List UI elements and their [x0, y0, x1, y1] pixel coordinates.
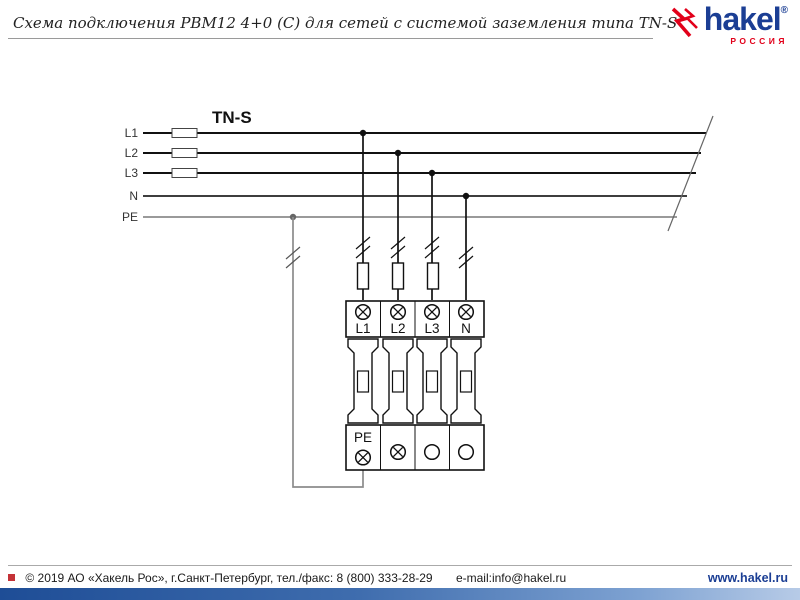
break-mark-pe: [285, 255, 301, 269]
website-link[interactable]: www.hakel.ru: [707, 571, 788, 585]
break-mark: [355, 245, 371, 259]
module-window: [391, 370, 405, 393]
bus-continuation-slash: [667, 115, 714, 232]
bus-label-l2: L2: [125, 146, 139, 160]
fuse-l2: [391, 262, 405, 290]
bus-label-n: N: [129, 189, 138, 203]
terminal-label-l1: L1: [355, 321, 370, 336]
break-mark: [458, 255, 474, 269]
screw-terminal-bottom-2: [389, 443, 407, 461]
brand-country: РОССИЯ: [730, 36, 788, 47]
pe-conductor: [292, 217, 364, 488]
fuse-symbols: [356, 262, 440, 290]
brand-name: hakel: [703, 1, 782, 37]
screw-terminal-n: [457, 303, 475, 321]
break-mark: [424, 245, 440, 259]
junction-dots: [289, 129, 470, 221]
footer: © 2019 АО «Хакель Рос», г.Санкт-Петербур…: [8, 571, 792, 587]
screw-terminal-l3: [423, 303, 441, 321]
bus-marker-l1: [171, 128, 198, 138]
bus-lines: [143, 115, 714, 232]
top-screw-terminals: [354, 303, 475, 321]
terminal-label-n: N: [461, 321, 471, 336]
footer-divider: [8, 565, 792, 566]
plain-terminal-4: [457, 443, 475, 461]
bus-markers: [171, 128, 198, 178]
footer-bullet-icon: [8, 574, 15, 581]
email-link[interactable]: e-mail:info@hakel.ru: [455, 571, 567, 585]
break-mark: [424, 236, 440, 250]
bus-marker-l2: [171, 148, 198, 158]
fuse-l3: [426, 262, 440, 290]
break-mark: [390, 245, 406, 259]
module-window: [459, 370, 473, 393]
screw-terminal-l2: [389, 303, 407, 321]
break-mark-pe: [285, 246, 301, 260]
break-mark: [390, 236, 406, 250]
hakel-logo: hakel ® РОССИЯ: [668, 1, 788, 47]
module-window: [425, 370, 439, 393]
bus-label-l3: L3: [125, 166, 139, 180]
screw-terminal-l1: [354, 303, 372, 321]
break-mark: [355, 236, 371, 250]
module-window: [356, 370, 370, 393]
lightning-icon: [671, 7, 698, 38]
page-title: Схема подключения РВМ12 4+0 (С) для сете…: [13, 14, 678, 32]
break-mark: [458, 246, 474, 260]
terminal-label-pe: PE: [354, 430, 372, 445]
copyright-text: © 2019 АО «Хакель Рос», г.Санкт-Петербур…: [25, 571, 433, 585]
break-marks: [285, 236, 474, 269]
bottom-terminals: [354, 443, 475, 466]
header-divider: [8, 38, 653, 39]
bottom-gradient-bar: [0, 588, 800, 600]
screw-terminal-pe: [354, 449, 372, 466]
spd-device: L1 L2 L3 N PE: [345, 300, 485, 471]
plain-terminal-3: [423, 443, 441, 461]
terminal-label-l2: L2: [390, 321, 405, 336]
bus-marker-l3: [171, 168, 198, 178]
fuse-l1: [356, 262, 370, 290]
terminal-label-l3: L3: [424, 321, 439, 336]
registered-mark: ®: [780, 5, 788, 16]
spd-modules: [347, 338, 482, 424]
bus-label-pe: PE: [122, 210, 138, 224]
bus-label-l1: L1: [125, 126, 139, 140]
system-type-label: TN-S: [212, 108, 252, 127]
